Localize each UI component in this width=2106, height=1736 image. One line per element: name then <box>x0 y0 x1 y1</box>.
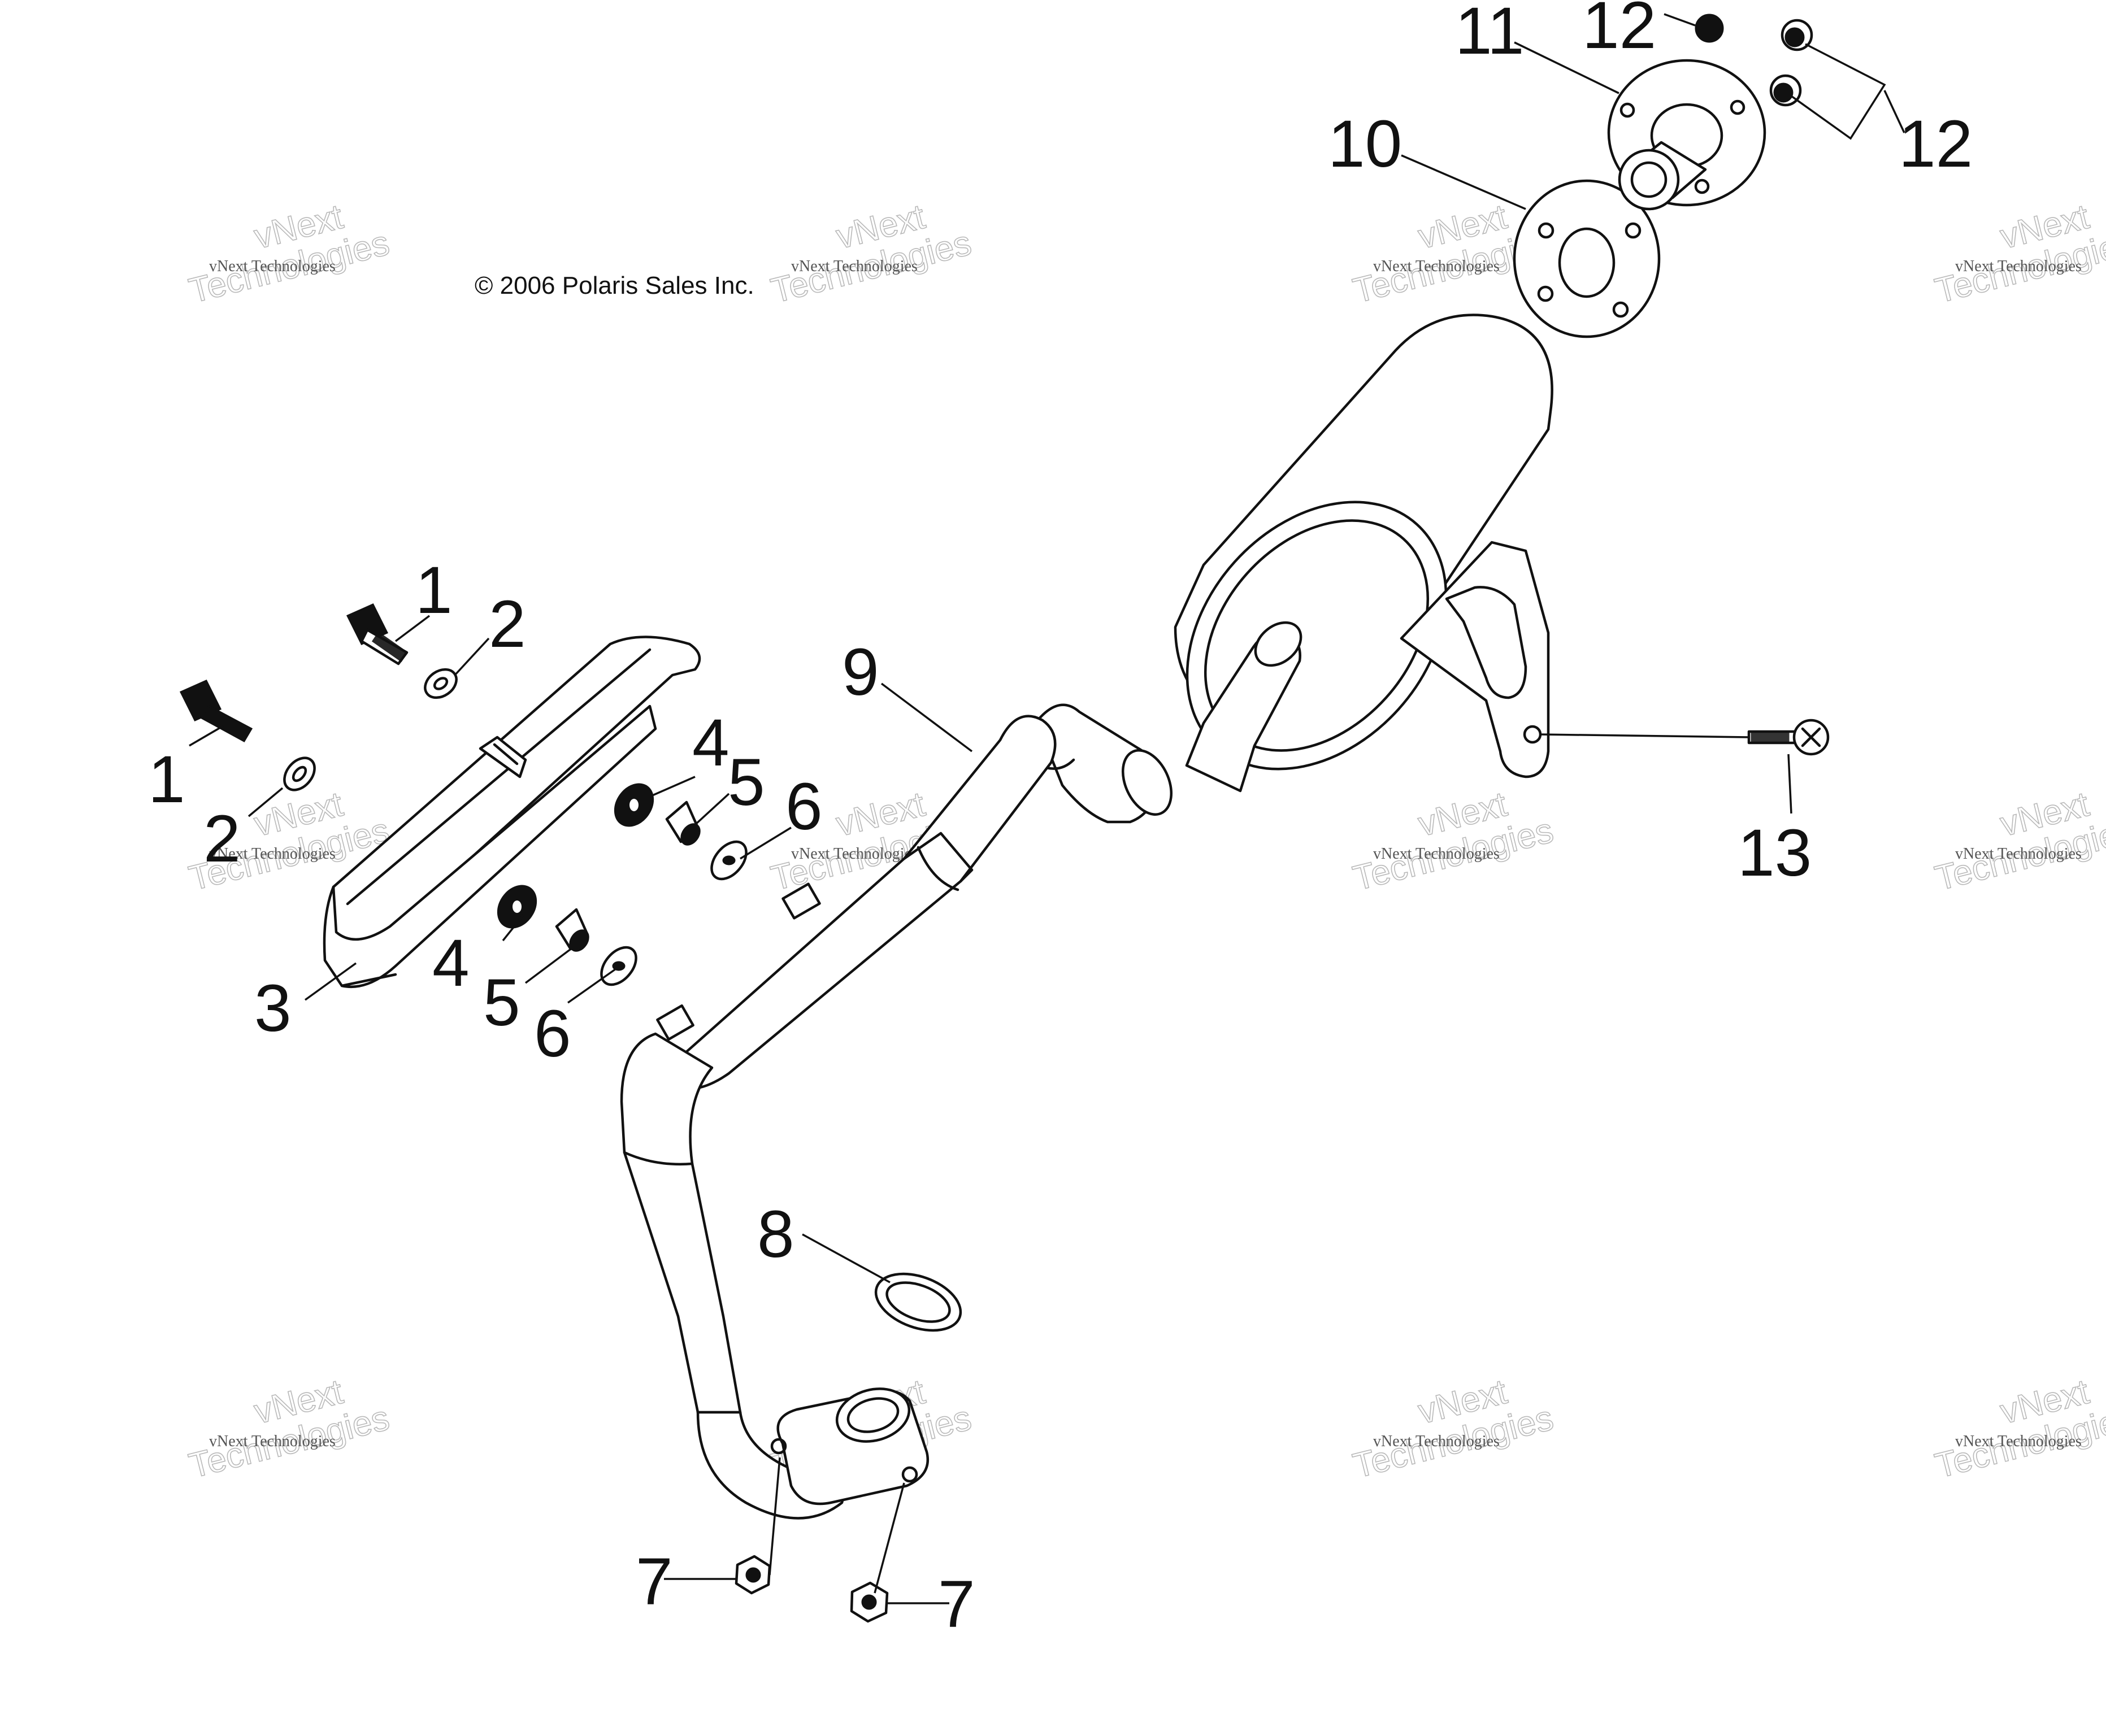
part-6-washer-lower[interactable] <box>594 941 643 991</box>
part-5-bushing-lower[interactable] <box>555 908 592 954</box>
callout-4-lower: 4 <box>432 926 470 1000</box>
callout-2-lower: 2 <box>203 802 241 876</box>
part-2-washer-lower[interactable] <box>279 752 321 795</box>
svg-text:vNext Technologies: vNext Technologies <box>791 258 918 275</box>
callout-6-lower: 6 <box>534 997 571 1071</box>
svg-text:vNext Technologies: vNext Technologies <box>209 845 336 863</box>
callout-7-left: 7 <box>636 1544 673 1619</box>
leader-lines <box>189 13 1905 1604</box>
part-4-grommet-lower[interactable] <box>490 878 544 935</box>
svg-text:vNext Technologies: vNext Technologies <box>791 845 918 863</box>
svg-text:vNext Technologies: vNext Technologies <box>1955 258 2082 275</box>
svg-text:vNext Technologies: vNext Technologies <box>209 258 336 275</box>
callout-3: 3 <box>254 971 292 1046</box>
part-10-gasket[interactable] <box>1513 179 1661 338</box>
callout-12-top: 12 <box>1582 0 1656 63</box>
svg-text:vNext Technologies: vNext Technologies <box>209 1433 336 1450</box>
part-13-bolt[interactable] <box>1747 719 1830 756</box>
part-1-bolt-upper[interactable] <box>346 603 409 665</box>
part-2-washer-upper[interactable] <box>420 664 462 703</box>
part-12-screw-top[interactable] <box>1695 14 1724 43</box>
callout-5-lower: 5 <box>483 965 520 1040</box>
part-5-bushing-upper[interactable] <box>665 800 704 848</box>
part-12-screw-right-lower[interactable] <box>1769 74 1802 107</box>
callout-9: 9 <box>842 635 879 710</box>
part-4-grommet-upper[interactable] <box>607 777 661 833</box>
part-7-nut-right[interactable] <box>850 1581 889 1623</box>
part-3-heat-shield[interactable] <box>323 636 701 989</box>
callout-13: 13 <box>1738 816 1812 890</box>
part-11-flange[interactable] <box>1607 59 1766 211</box>
svg-text:vNext Technologies: vNext Technologies <box>1955 845 2082 863</box>
copyright-text: © 2006 Polaris Sales Inc. <box>475 272 754 299</box>
callout-5-upper: 5 <box>728 745 765 820</box>
part-7-nut-left[interactable] <box>735 1555 771 1595</box>
part-6-washer-upper[interactable] <box>705 835 753 885</box>
callout-labels: 1 2 1 2 3 4 5 6 4 5 6 9 8 7 7 10 11 12 1… <box>148 0 1973 1642</box>
callout-1-upper: 1 <box>415 553 453 628</box>
callout-4-upper: 4 <box>692 706 729 780</box>
part-12-screw-right-upper[interactable] <box>1781 19 1813 51</box>
part-8-gasket[interactable] <box>868 1263 968 1341</box>
callout-12-right: 12 <box>1899 107 1973 181</box>
callout-11: 11 <box>1455 0 1525 68</box>
callout-8: 8 <box>757 1197 794 1272</box>
part-9-muffler-assembly[interactable] <box>620 314 1553 1520</box>
svg-text:vNext Technologies: vNext Technologies <box>1955 1433 2082 1450</box>
callout-2-upper: 2 <box>489 587 526 662</box>
callout-7-right: 7 <box>938 1567 975 1642</box>
part-1-bolt-lower[interactable] <box>179 680 253 743</box>
callout-6-upper: 6 <box>785 769 823 844</box>
callout-1-lower: 1 <box>148 742 185 817</box>
callout-10: 10 <box>1328 107 1402 181</box>
svg-text:vNext Technologies: vNext Technologies <box>1373 845 1500 863</box>
svg-text:vNext Technologies: vNext Technologies <box>1373 1433 1500 1450</box>
svg-text:vNext Technologies: vNext Technologies <box>1373 258 1500 275</box>
